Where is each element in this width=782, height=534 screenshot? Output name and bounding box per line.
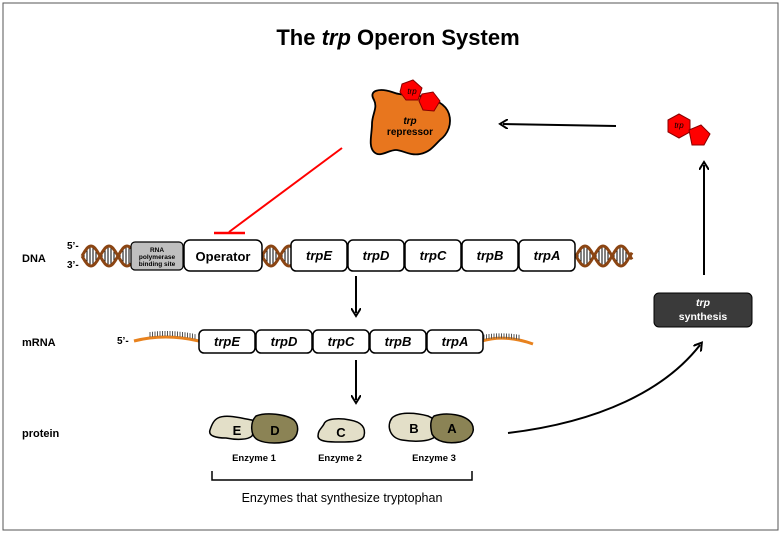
bound-trp-hexagon xyxy=(399,79,423,101)
dna-gene-trpB: trpB xyxy=(461,239,519,272)
three-prime-label: 3’- xyxy=(67,260,79,271)
dna-gene-trpC: trpC xyxy=(404,239,462,272)
enzymes-brace xyxy=(211,471,473,481)
row-label-mrna: mRNA xyxy=(22,337,56,349)
mrna-gene-trpA: trpA xyxy=(426,329,484,354)
mrna-gene-trpB: trpB xyxy=(369,329,427,354)
mrna-gene-trpD-label: trpD xyxy=(271,334,298,349)
enzyme-1-label: Enzyme 1 xyxy=(232,453,277,464)
mrna-gene-trpE: trpE xyxy=(198,329,256,354)
brace-caption: Enzymes that synthesize tryptophan xyxy=(242,491,443,505)
operator-label: Operator xyxy=(196,249,251,264)
enzymes-to-synthesis-arrow xyxy=(507,345,700,434)
subunit-c-label: C xyxy=(336,425,346,440)
trp-repressor: trp repressor trp xyxy=(369,79,451,156)
bound-trp-pentagon xyxy=(418,91,441,112)
rna-polymerase-binding-site: RNA polymerase binding site xyxy=(130,241,184,271)
dna-gene-trpC-label: trpC xyxy=(420,248,447,263)
mrna-gene-trpA-label: trpA xyxy=(442,334,469,349)
mrna-gene-trpE-label: trpE xyxy=(214,334,240,349)
mrna-gene-trpC: trpC xyxy=(312,329,370,354)
trp-synthesis-box: trp synthesis xyxy=(653,292,753,328)
mrna-strand xyxy=(133,331,534,346)
enzyme-2-label: Enzyme 2 xyxy=(318,453,362,464)
free-trp-label: trp xyxy=(674,121,684,130)
dna-gene-trpD-label: trpD xyxy=(363,248,390,263)
rnap-line-1: RNA xyxy=(150,247,164,254)
rnap-line-3: binding site xyxy=(139,261,176,268)
synthesis-label-trp: trp xyxy=(696,297,711,309)
subunit-d-label: D xyxy=(270,423,279,438)
enzyme-2: C Enzyme 2 xyxy=(317,418,366,464)
mrna-five-prime-label: 5’- xyxy=(117,336,129,347)
dna-gene-trpE-label: trpE xyxy=(306,248,332,263)
subunit-e-label: E xyxy=(233,423,242,438)
bound-trp-label: trp xyxy=(407,87,417,96)
free-trp-pentagon xyxy=(688,124,711,146)
five-prime-label: 5’- xyxy=(67,241,79,252)
mrna-gene-row: trpE trpD trpC trpB trpA xyxy=(198,329,484,354)
rnap-line-2: polymerase xyxy=(139,254,176,261)
trp-to-repressor-arrow xyxy=(503,124,617,126)
repressor-label: repressor xyxy=(387,127,433,138)
enzyme-3-subunit-a xyxy=(429,413,474,444)
dna-helix-mid xyxy=(260,244,292,268)
row-label-dna: DNA xyxy=(22,253,46,265)
mrna-gene-trpB-label: trpB xyxy=(385,334,412,349)
synthesis-label: synthesis xyxy=(679,311,728,323)
free-trp: trp xyxy=(667,113,711,146)
operator-box: Operator xyxy=(183,239,263,272)
dna-helix-right xyxy=(574,244,634,268)
enzyme-3: B A Enzyme 3 xyxy=(388,412,474,464)
diagram-title: The trp Operon System xyxy=(276,25,519,50)
repression-line xyxy=(228,147,343,233)
enzyme-1-subunit-e xyxy=(208,415,256,441)
dna-gene-trpB-label: trpB xyxy=(477,248,504,263)
subunit-a-label: A xyxy=(447,421,457,436)
repressor-label-trp: trp xyxy=(403,116,416,127)
mrna-gene-trpC-label: trpC xyxy=(328,334,355,349)
enzyme-1-subunit-d xyxy=(251,413,299,444)
dna-gene-trpE: trpE xyxy=(290,239,348,272)
enzyme-1: E D Enzyme 1 xyxy=(208,413,299,464)
dna-gene-trpA-label: trpA xyxy=(534,248,561,263)
dna-gene-row: trpE trpD trpC trpB trpA xyxy=(290,239,576,272)
subunit-b-label: B xyxy=(409,421,418,436)
mrna-gene-trpD: trpD xyxy=(255,329,313,354)
dna-gene-trpA: trpA xyxy=(518,239,576,272)
dna-gene-trpD: trpD xyxy=(347,239,405,272)
enzyme-3-label: Enzyme 3 xyxy=(412,453,456,464)
enzyme-2-subunit-c xyxy=(317,418,366,443)
row-label-protein: protein xyxy=(22,428,60,440)
dna-helix-left xyxy=(80,244,133,268)
